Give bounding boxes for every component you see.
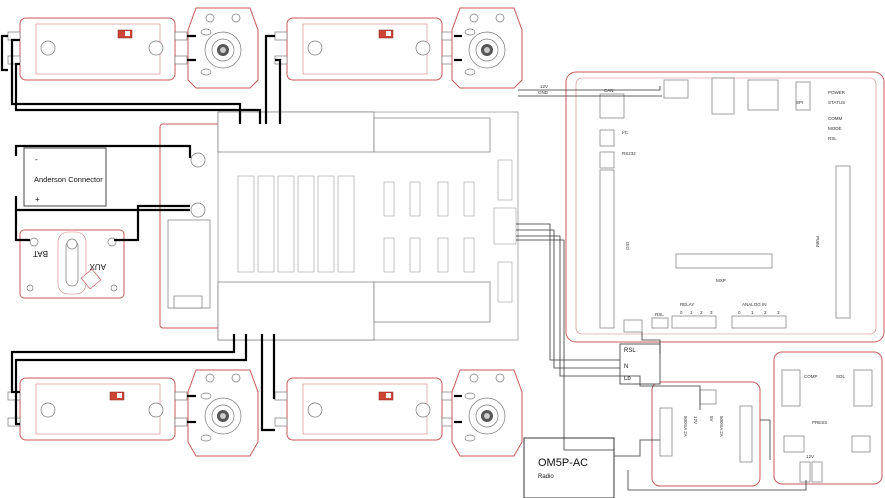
motor-controller-top-left	[7, 17, 188, 81]
rio-analog-num-3: 3	[777, 310, 780, 315]
rio-relay-label: RELAY	[680, 302, 694, 307]
main-breaker: BAT AUX	[19, 229, 125, 299]
motor-top-right	[451, 7, 523, 89]
anderson-minus: -	[35, 155, 38, 164]
rio-analog-num-2: 2	[764, 310, 767, 315]
vrm-label-2: 12V	[693, 416, 698, 424]
motor-bottom-left	[187, 369, 259, 457]
rsl-n-label: N	[624, 364, 628, 370]
rio-comm-led-label: COMM	[828, 116, 842, 121]
rio-mode-led-label: MODE	[828, 126, 842, 131]
pneumatic-control-module: COMP SOL PRESS 12V	[773, 351, 883, 485]
rio-power-led-label: POWER	[828, 90, 846, 95]
motor-controller-top-right	[274, 17, 455, 81]
voltage-regulator-module: 500mA 2A 12V 5V 500mA 2A	[651, 381, 761, 487]
radio-title: OM5P-AC	[538, 457, 588, 469]
motor-bottom-right	[451, 369, 523, 457]
rio-pwm-label: PWM	[815, 236, 820, 247]
breaker-aux-label: AUX	[89, 262, 106, 271]
radio-subtitle: Radio	[538, 474, 554, 480]
power-wiring	[0, 34, 462, 432]
canbus-12v-label: 12V	[540, 84, 548, 89]
vrm-label-4: 500mA 2A	[719, 416, 724, 437]
vrm-label-3: 5V	[709, 416, 714, 422]
rio-relay-num-2: 2	[700, 310, 703, 315]
rio-relay-num-0: 0	[680, 310, 683, 315]
canbus-gnd-label: GND	[538, 90, 549, 95]
rio-rsl-led-label: RSL	[828, 136, 837, 141]
motor-controller-bottom-right	[274, 377, 455, 441]
pcm-press-label: PRESS	[812, 420, 827, 425]
radio-om5p-ac: OM5P-AC Radio	[523, 437, 615, 498]
motor-top-left	[187, 7, 259, 89]
rio-spi-label: SPI	[796, 100, 803, 105]
anderson-title: Anderson Connector	[34, 175, 103, 184]
rio-i2c-label: I²C	[622, 130, 629, 135]
breaker-bat-label: BAT	[33, 249, 48, 258]
pcm-12v-label: 12V	[806, 454, 814, 459]
roborio: CAN I²C RS232 DIO PWM MXP RELAY 0 1 2 3 …	[565, 71, 885, 343]
rio-relay-num-1: 1	[690, 310, 693, 315]
signal-wiring: 12V GND	[516, 84, 807, 491]
rio-rs232-label: RS232	[622, 151, 636, 156]
rio-analog-label: ANALOG IN	[742, 302, 767, 307]
anderson-plus: +	[35, 195, 40, 204]
rio-status-led-label: STATUS	[828, 100, 845, 105]
rio-relay-num-3: 3	[710, 310, 713, 315]
rio-analog-num-1: 1	[751, 310, 754, 315]
rio-mxp-label: MXP	[716, 278, 726, 283]
power-distribution-panel	[159, 111, 519, 341]
rsl-lb-label: Lb	[624, 376, 631, 382]
anderson-connector: - Anderson Connector +	[23, 147, 107, 207]
pcm-comp-label: COMP	[804, 374, 818, 379]
rio-can-label: CAN	[604, 88, 614, 93]
vrm-label-1: 500mA 2A	[683, 416, 688, 437]
rio-dio-label: DIO	[625, 242, 630, 251]
rio-analog-num-0: 0	[738, 310, 741, 315]
robot-signal-light: RSL N Lb	[619, 343, 661, 385]
pcm-sol-label: SOL	[836, 374, 846, 379]
rio-rsl-port-label: RSL	[655, 312, 664, 317]
motor-controller-bottom-left	[7, 377, 188, 441]
rsl-title: RSL	[624, 348, 636, 354]
